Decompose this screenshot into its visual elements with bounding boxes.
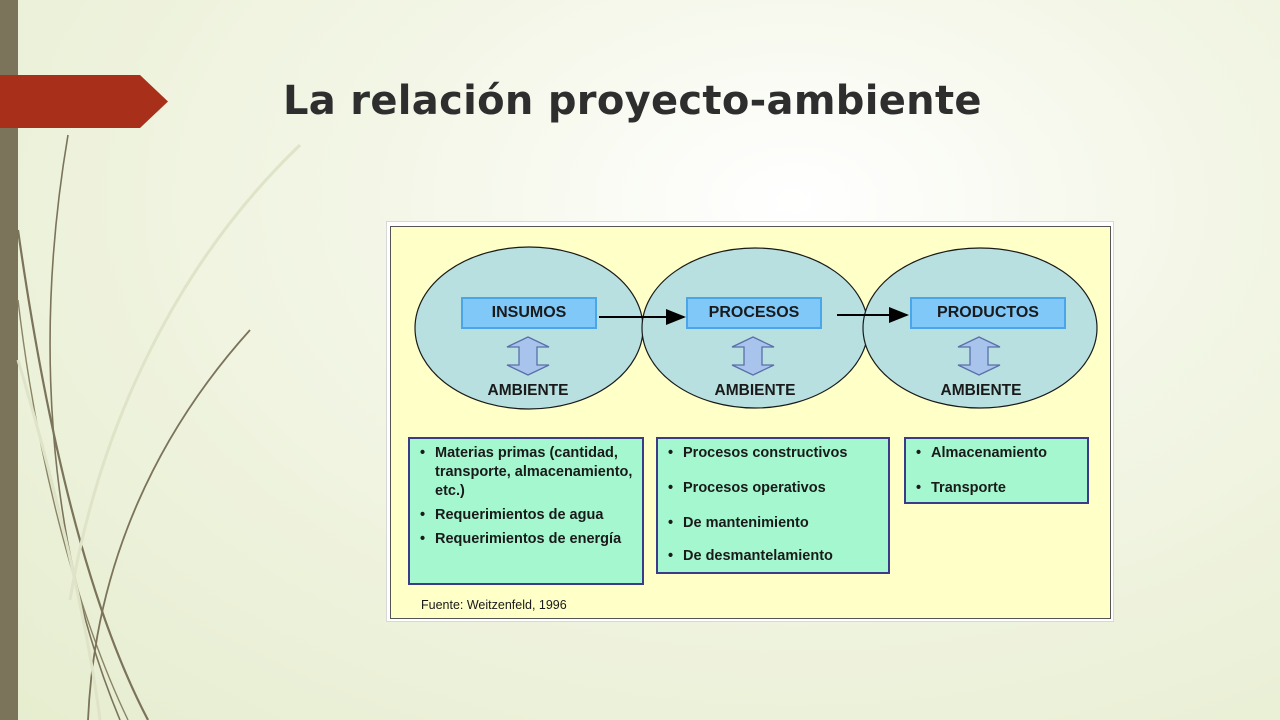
stage-procesos: PROCESOS [686,297,822,329]
ambiente-label-productos: AMBIENTE [940,382,1022,399]
stage-insumos: INSUMOS [461,297,597,329]
list-item: De mantenimiento [668,514,880,533]
list-box-insumos: Materias primas (cantidad, transporte, a… [408,437,644,585]
list-box-productos: Almacenamiento Transporte [904,437,1089,504]
list-item: De desmantelamiento [668,547,880,566]
list-box-procesos: Procesos constructivos Procesos operativ… [656,437,890,574]
list-item: Procesos constructivos [668,444,880,463]
ambiente-label-procesos: AMBIENTE [714,382,796,399]
source-caption: Fuente: Weitzenfeld, 1996 [421,598,567,612]
list-item: Materias primas (cantidad, transporte, a… [420,444,634,501]
double-arrow-vertical-icon [957,336,1001,376]
ambiente-label-insumos: AMBIENTE [487,382,569,399]
list-item: Transporte [916,479,1079,498]
diagram-canvas: INSUMOS PROCESOS PRODUCTOS AMBIENTE AMBI… [390,226,1111,619]
double-arrow-vertical-icon [506,336,550,376]
list-item: Requerimientos de agua [420,506,634,525]
diagram-figure: INSUMOS PROCESOS PRODUCTOS AMBIENTE AMBI… [386,221,1114,622]
title-accent-flag [0,75,168,128]
stage-productos: PRODUCTOS [910,297,1066,329]
list-item: Requerimientos de energía [420,530,634,549]
list-item: Almacenamiento [916,444,1079,463]
double-arrow-vertical-icon [731,336,775,376]
decorative-curves [16,134,302,720]
list-item: Procesos operativos [668,479,880,498]
slide-title: La relación proyecto-ambiente [283,78,982,124]
left-accent-bar [0,0,18,720]
